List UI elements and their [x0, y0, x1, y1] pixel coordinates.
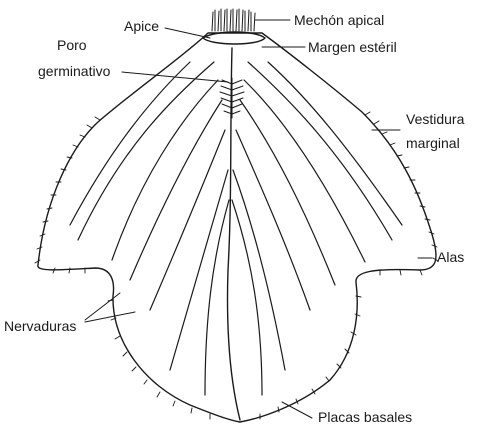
leader-poro — [122, 72, 228, 82]
label-poro-line2: germinativo — [38, 63, 111, 79]
veins-left — [70, 62, 229, 395]
leader-apice — [165, 28, 210, 38]
label-vestidura-line1: Vestidura — [406, 111, 465, 127]
seed-outline — [38, 33, 436, 422]
marginal-hairs-right — [260, 112, 438, 419]
label-apice: Apice — [124, 18, 159, 34]
label-nervaduras: Nervaduras — [4, 318, 76, 334]
label-vestidura-line2: marginal — [406, 135, 460, 151]
veins-right — [232, 62, 402, 395]
leader-placas — [282, 402, 312, 418]
central-suture — [228, 48, 241, 420]
apex-cap — [203, 32, 265, 44]
germ-pore-feather — [220, 78, 244, 118]
label-alas: Alas — [437, 249, 464, 265]
label-margen-esteril: Margen estéril — [308, 39, 397, 55]
label-poro-line1: Poro — [57, 37, 87, 53]
leader-nervaduras-2 — [85, 312, 135, 322]
label-mechon-apical: Mechón apical — [294, 12, 384, 28]
apical-tuft — [212, 9, 255, 31]
label-placas-basales: Placas basales — [318, 409, 412, 425]
